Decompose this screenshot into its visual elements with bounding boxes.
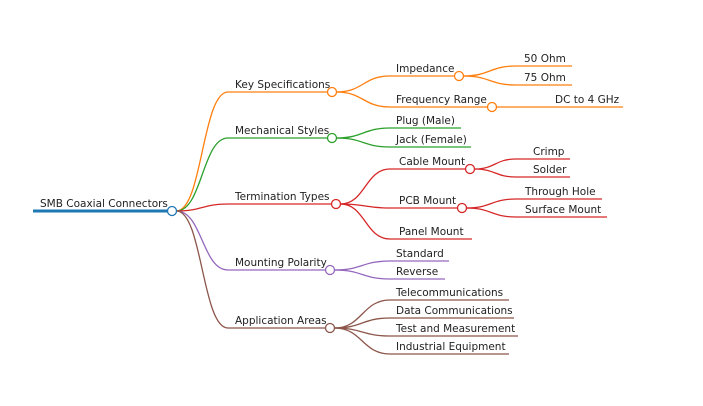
node-label-telecommunications: Telecommunications bbox=[395, 287, 503, 299]
node-label-panel-mount: Panel Mount bbox=[399, 226, 464, 238]
edge-to-reverse bbox=[334, 269, 391, 280]
collapse-toggle-application-areas[interactable] bbox=[324, 322, 336, 334]
node-label-plug-male: Plug (Male) bbox=[396, 115, 455, 127]
node-label-through-hole: Through Hole bbox=[524, 186, 596, 198]
node-label-frequency-range: Frequency Range bbox=[396, 94, 487, 106]
edge-to-telecommunications bbox=[334, 299, 391, 329]
edge-to-mounting-polarity bbox=[176, 210, 229, 271]
node-label-key-specifications: Key Specifications bbox=[235, 79, 330, 91]
root-label: SMB Coaxial Connectors bbox=[40, 198, 168, 210]
collapse-toggle-mechanical-styles[interactable] bbox=[326, 132, 338, 144]
collapse-toggle-impedance[interactable] bbox=[453, 70, 465, 82]
node-label-surface-mount: Surface Mount bbox=[525, 204, 601, 216]
collapse-toggle-key-specifications[interactable] bbox=[326, 86, 338, 98]
collapse-toggle-mounting-polarity[interactable] bbox=[324, 264, 336, 276]
node-label-solder: Solder bbox=[533, 164, 567, 176]
node-label-75-ohm: 75 Ohm bbox=[524, 72, 566, 84]
edge-to-jack-female bbox=[336, 137, 391, 148]
edge-to-through-hole bbox=[466, 198, 517, 209]
edge-to-frequency-range bbox=[336, 91, 391, 108]
node-label-50-ohm: 50 Ohm bbox=[524, 53, 566, 65]
node-label-standard: Standard bbox=[396, 248, 444, 260]
edge-to-50-ohm bbox=[463, 65, 517, 77]
edge-to-impedance bbox=[336, 75, 391, 93]
collapse-toggle-frequency-range[interactable] bbox=[486, 101, 498, 113]
edge-to-mechanical-styles bbox=[176, 137, 229, 212]
edge-to-cable-mount bbox=[340, 168, 391, 205]
node-label-jack-female: Jack (Female) bbox=[395, 134, 467, 146]
edge-to-panel-mount bbox=[340, 203, 391, 240]
node-label-impedance: Impedance bbox=[396, 63, 454, 75]
node-label-reverse: Reverse bbox=[396, 266, 438, 278]
edge-to-75-ohm bbox=[463, 75, 517, 86]
node-label-termination-types: Termination Types bbox=[234, 191, 330, 203]
edge-to-industrial-equipment bbox=[334, 327, 391, 355]
edge-to-standard bbox=[334, 260, 391, 271]
node-label-application-areas: Application Areas bbox=[235, 315, 327, 327]
node-label-data-communications: Data Communications bbox=[396, 305, 513, 317]
node-label-cable-mount: Cable Mount bbox=[399, 156, 465, 168]
edge-to-key-specifications bbox=[176, 91, 229, 212]
node-label-industrial-equipment: Industrial Equipment bbox=[396, 341, 506, 353]
node-label-mounting-polarity: Mounting Polarity bbox=[235, 257, 327, 269]
edge-to-surface-mount bbox=[466, 207, 517, 218]
edge-to-application-areas bbox=[176, 210, 229, 329]
node-label-mechanical-styles: Mechanical Styles bbox=[235, 125, 329, 137]
node-label-dc-to-4-ghz: DC to 4 GHz bbox=[555, 94, 620, 106]
edge-to-solder bbox=[474, 168, 517, 178]
node-label-test-and-measurement: Test and Measurement bbox=[395, 323, 515, 335]
collapse-toggle-cable-mount[interactable] bbox=[464, 163, 476, 175]
edge-to-crimp bbox=[474, 158, 517, 170]
edge-to-plug-male bbox=[336, 127, 391, 139]
collapse-toggle-termination-types[interactable] bbox=[330, 198, 342, 210]
collapse-toggle-pcb-mount[interactable] bbox=[456, 202, 468, 214]
edge-to-termination-types bbox=[176, 203, 229, 212]
node-label-pcb-mount: PCB Mount bbox=[399, 195, 456, 207]
node-label-crimp: Crimp bbox=[533, 146, 565, 158]
collapse-toggle-root[interactable] bbox=[166, 205, 178, 217]
